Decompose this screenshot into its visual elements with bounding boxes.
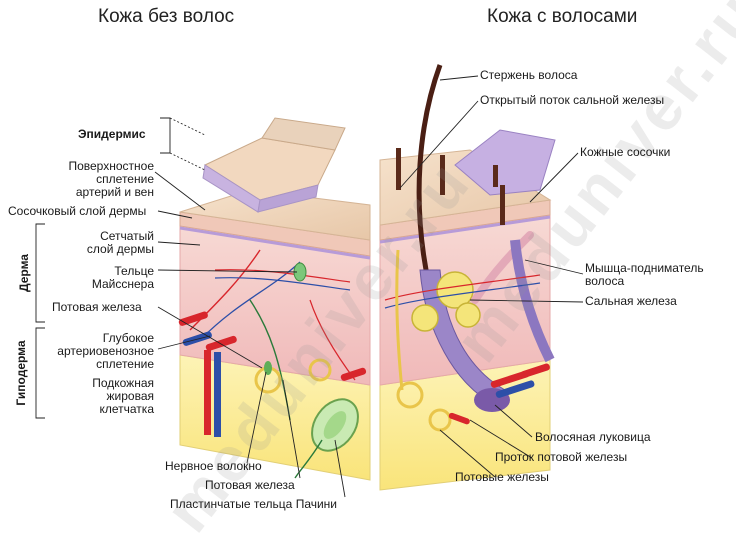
label-epidermis: Эпидермис [78,127,146,141]
label-hypodermis: Гиподерма [14,340,28,406]
label-papillary-layer: Сосочковый слой дермы [8,204,147,218]
title-left: Кожа без волос [98,6,235,27]
label-arrector-pili: Мышца-подниматель волоса [585,261,704,288]
skin-diagram [35,64,584,498]
left-skin-block [178,117,371,481]
right-epidermis-top [379,149,552,226]
label-sebaceous-gland: Сальная железа [585,294,677,308]
label-meissner: Тельце Майсснера [91,264,154,291]
right-papillae-flap [454,129,556,196]
label-deep-plexus: Глубокое артериовенозное сплетение [57,331,154,371]
label-sweat-gland-bottom: Потовая железа [205,478,295,492]
label-sweat-gland: Потовая железа [52,300,142,314]
label-sweat-duct: Проток потовой железы [495,450,628,464]
label-nerve-fiber: Нервное волокно [165,459,262,473]
label-dermal-papillae: Кожные сосочки [580,145,671,159]
title-right: Кожа с волосами [487,6,638,27]
label-sweat-glands: Потовые железы [455,470,549,484]
label-hair-shaft: Стержень волоса [480,68,578,82]
label-sebaceous-duct: Открытый поток сальной железы [480,93,665,107]
label-pacini: Пластинчатые тельца Пачини [170,497,338,511]
label-subcutaneous: Подкожная жировая клетчатка [92,376,154,416]
leader-lines [35,75,584,498]
sebaceous-gland [436,271,474,309]
label-hair-bulb: Волосяная луковица [535,430,651,444]
label-superficial-plexus: Поверхностное сплетение артерий и вен [68,159,154,199]
label-reticular-layer: Сетчатый слой дермы [86,229,154,256]
label-dermis: Дерма [17,254,31,292]
left-epidermis-top [179,189,371,241]
right-skin-block [379,64,556,491]
